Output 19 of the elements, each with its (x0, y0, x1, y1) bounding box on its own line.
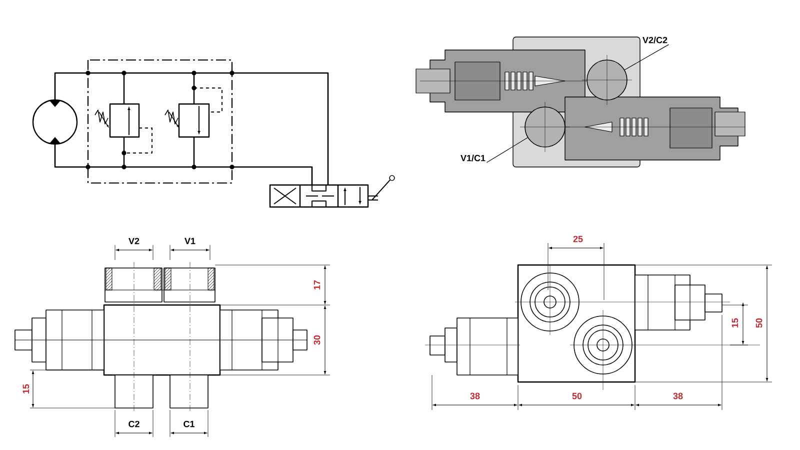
dimension-label: 50 (572, 392, 582, 400)
dimension-label: C1 (184, 420, 194, 428)
dimension-label: 15 (22, 384, 30, 394)
dimension-label: 50 (756, 318, 762, 328)
port-circle (586, 60, 628, 100)
dimension-label: 17 (314, 280, 320, 290)
dimension-label: 38 (470, 392, 480, 400)
dimension-label: V2 (128, 238, 140, 244)
dimension-label: C2 (128, 420, 140, 428)
port-circle (524, 106, 566, 148)
port-label: V2/C2 (642, 36, 668, 44)
leader-line (624, 44, 670, 70)
dimension-label: 25 (573, 236, 583, 242)
dimension-label: 15 (732, 318, 738, 328)
leader-line (486, 137, 528, 163)
dimension-label: V1 (184, 238, 196, 244)
dimension-label: 38 (673, 392, 683, 400)
port-label: V1/C1 (460, 154, 486, 162)
dimension-label: 30 (314, 335, 320, 345)
